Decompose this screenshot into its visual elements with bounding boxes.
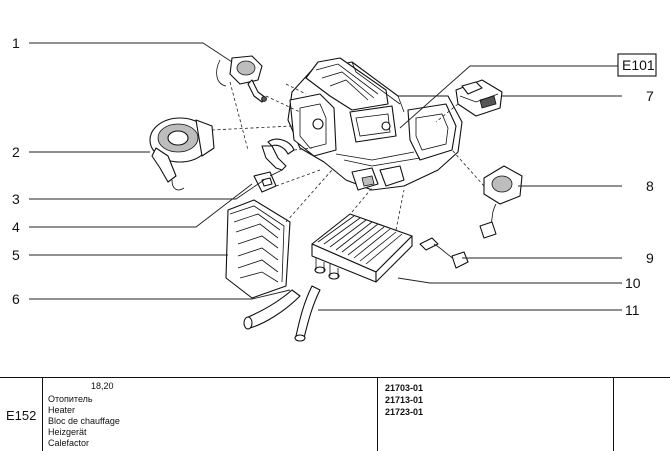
name-es: Calefactor <box>48 438 90 448</box>
name-ru: Отопитель <box>48 394 93 404</box>
part-3-hose <box>261 138 295 171</box>
callout-11: 11 <box>625 302 640 318</box>
heater-exploded-diagram: 1 2 3 4 5 6 7 8 9 10 11 E101 <box>12 35 657 342</box>
part-11-hose <box>294 285 321 342</box>
part-5-cabin-filter <box>225 199 291 299</box>
part-6-hose <box>243 289 301 330</box>
table-code-cell: E152 <box>0 378 43 451</box>
heater-housing <box>287 57 463 191</box>
part-number: 21703-01 <box>385 383 424 393</box>
table-names-cell: 18,20 Отопитель Heater Bloc de chauffage… <box>43 378 378 451</box>
reference-box <box>617 53 657 77</box>
callout-6: 6 <box>12 291 20 307</box>
info-table: E152 18,20 Отопитель Heater Bloc de chau… <box>0 377 670 451</box>
callout-9: 9 <box>646 250 654 266</box>
callout-10: 10 <box>625 275 641 291</box>
page-references: 18,20 <box>91 381 114 391</box>
name-de: Heizgerät <box>48 427 87 437</box>
callout-1: 1 <box>12 35 20 51</box>
callout-4: 4 <box>12 219 20 235</box>
part-9-temp-sensor <box>419 237 469 269</box>
part-number: 21713-01 <box>385 395 424 405</box>
callout-5: 5 <box>12 247 20 263</box>
callout-7: 7 <box>646 88 654 104</box>
reference-box-label: E101 <box>622 57 655 73</box>
part-1-resistor <box>216 55 267 103</box>
part-8-servo-actuator <box>479 165 523 239</box>
part-4-sensor-connector <box>253 169 283 193</box>
table-empty-cell <box>614 378 670 451</box>
callout-2: 2 <box>12 144 20 160</box>
part-2-blower-motor <box>149 117 215 191</box>
callout-8: 8 <box>646 178 654 194</box>
assembly-code: E152 <box>6 408 37 423</box>
name-fr: Bloc de chauffage <box>48 416 120 426</box>
callout-3: 3 <box>12 191 20 207</box>
assembly-lines <box>211 81 485 231</box>
callout-leaders <box>29 42 622 311</box>
name-list: Отопитель Heater Bloc de chauffage Heizg… <box>48 394 120 449</box>
part-10-heater-core <box>311 213 413 283</box>
part-7-control-module <box>455 79 503 117</box>
part-number: 21723-01 <box>385 407 424 417</box>
name-en: Heater <box>48 405 76 415</box>
table-part-numbers-cell: 21703-01 21713-01 21723-01 <box>378 378 614 451</box>
part-number-list: 21703-01 21713-01 21723-01 <box>385 382 423 418</box>
